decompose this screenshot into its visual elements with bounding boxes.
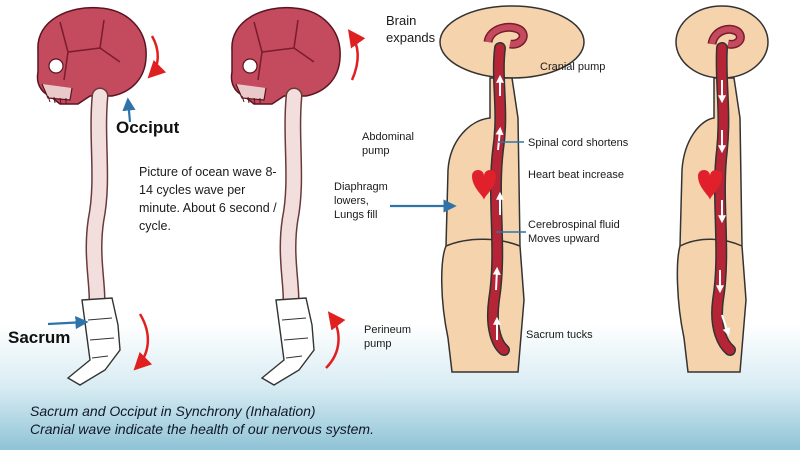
sacrum-bone-2 <box>260 297 315 386</box>
spine-1 <box>87 89 107 317</box>
heart-icon-1 <box>472 170 496 200</box>
cranial-pump-label: Cranial pump <box>540 61 606 73</box>
sacrum-pointer-arrow <box>47 315 89 330</box>
skull-figure-2 <box>230 6 341 105</box>
sacrum-label: Sacrum <box>8 328 71 347</box>
sacrum-tucks-label: Sacrum tucks <box>526 329 593 341</box>
sacrum-bone-1 <box>66 297 121 386</box>
spinal-cord-shortens-label: Spinal cord shortens <box>528 137 629 149</box>
sacrum-rotation-arrow-2 <box>325 311 346 369</box>
occiput-rotation-arrow-1 <box>147 35 167 79</box>
abdominal-pump-label: Abdominal pump <box>362 131 414 157</box>
spine-2 <box>281 89 301 317</box>
body-figure-1 <box>439 5 585 373</box>
perineum-pump-label: Perineum pump <box>364 324 412 350</box>
occiput-label: Occiput <box>116 118 180 137</box>
caption-line-2: Cranial wave indicate the health of our … <box>30 421 374 437</box>
skull-figure-1 <box>36 6 147 105</box>
heart-beat-increase-label: Heart beat increase <box>528 169 624 181</box>
heart-icon-2 <box>698 170 722 200</box>
diaphragm-label: Diaphragm lowers, Lungs fill <box>334 181 388 221</box>
occiput-pointer-arrow <box>122 97 136 123</box>
flow-arrow-up <box>495 126 504 151</box>
occiput-rotation-arrow-2 <box>347 29 366 81</box>
caption: Sacrum and Occiput in Synchrony (Inhalat… <box>30 402 374 438</box>
brain-expands-label: Brain expands <box>386 13 436 45</box>
body-figure-2 <box>675 5 769 373</box>
flow-arrow-down <box>721 314 731 337</box>
flow-arrow-up <box>492 266 501 291</box>
caption-line-1: Sacrum and Occiput in Synchrony (Inhalat… <box>30 403 316 419</box>
sacrum-rotation-arrow-1 <box>133 313 153 371</box>
wave-description-text: Picture of ocean wave 8-14 cycles wave p… <box>139 165 277 233</box>
cerebrospinal-fluid-label: Cerebrospinal fluid Moves upward <box>528 219 620 245</box>
